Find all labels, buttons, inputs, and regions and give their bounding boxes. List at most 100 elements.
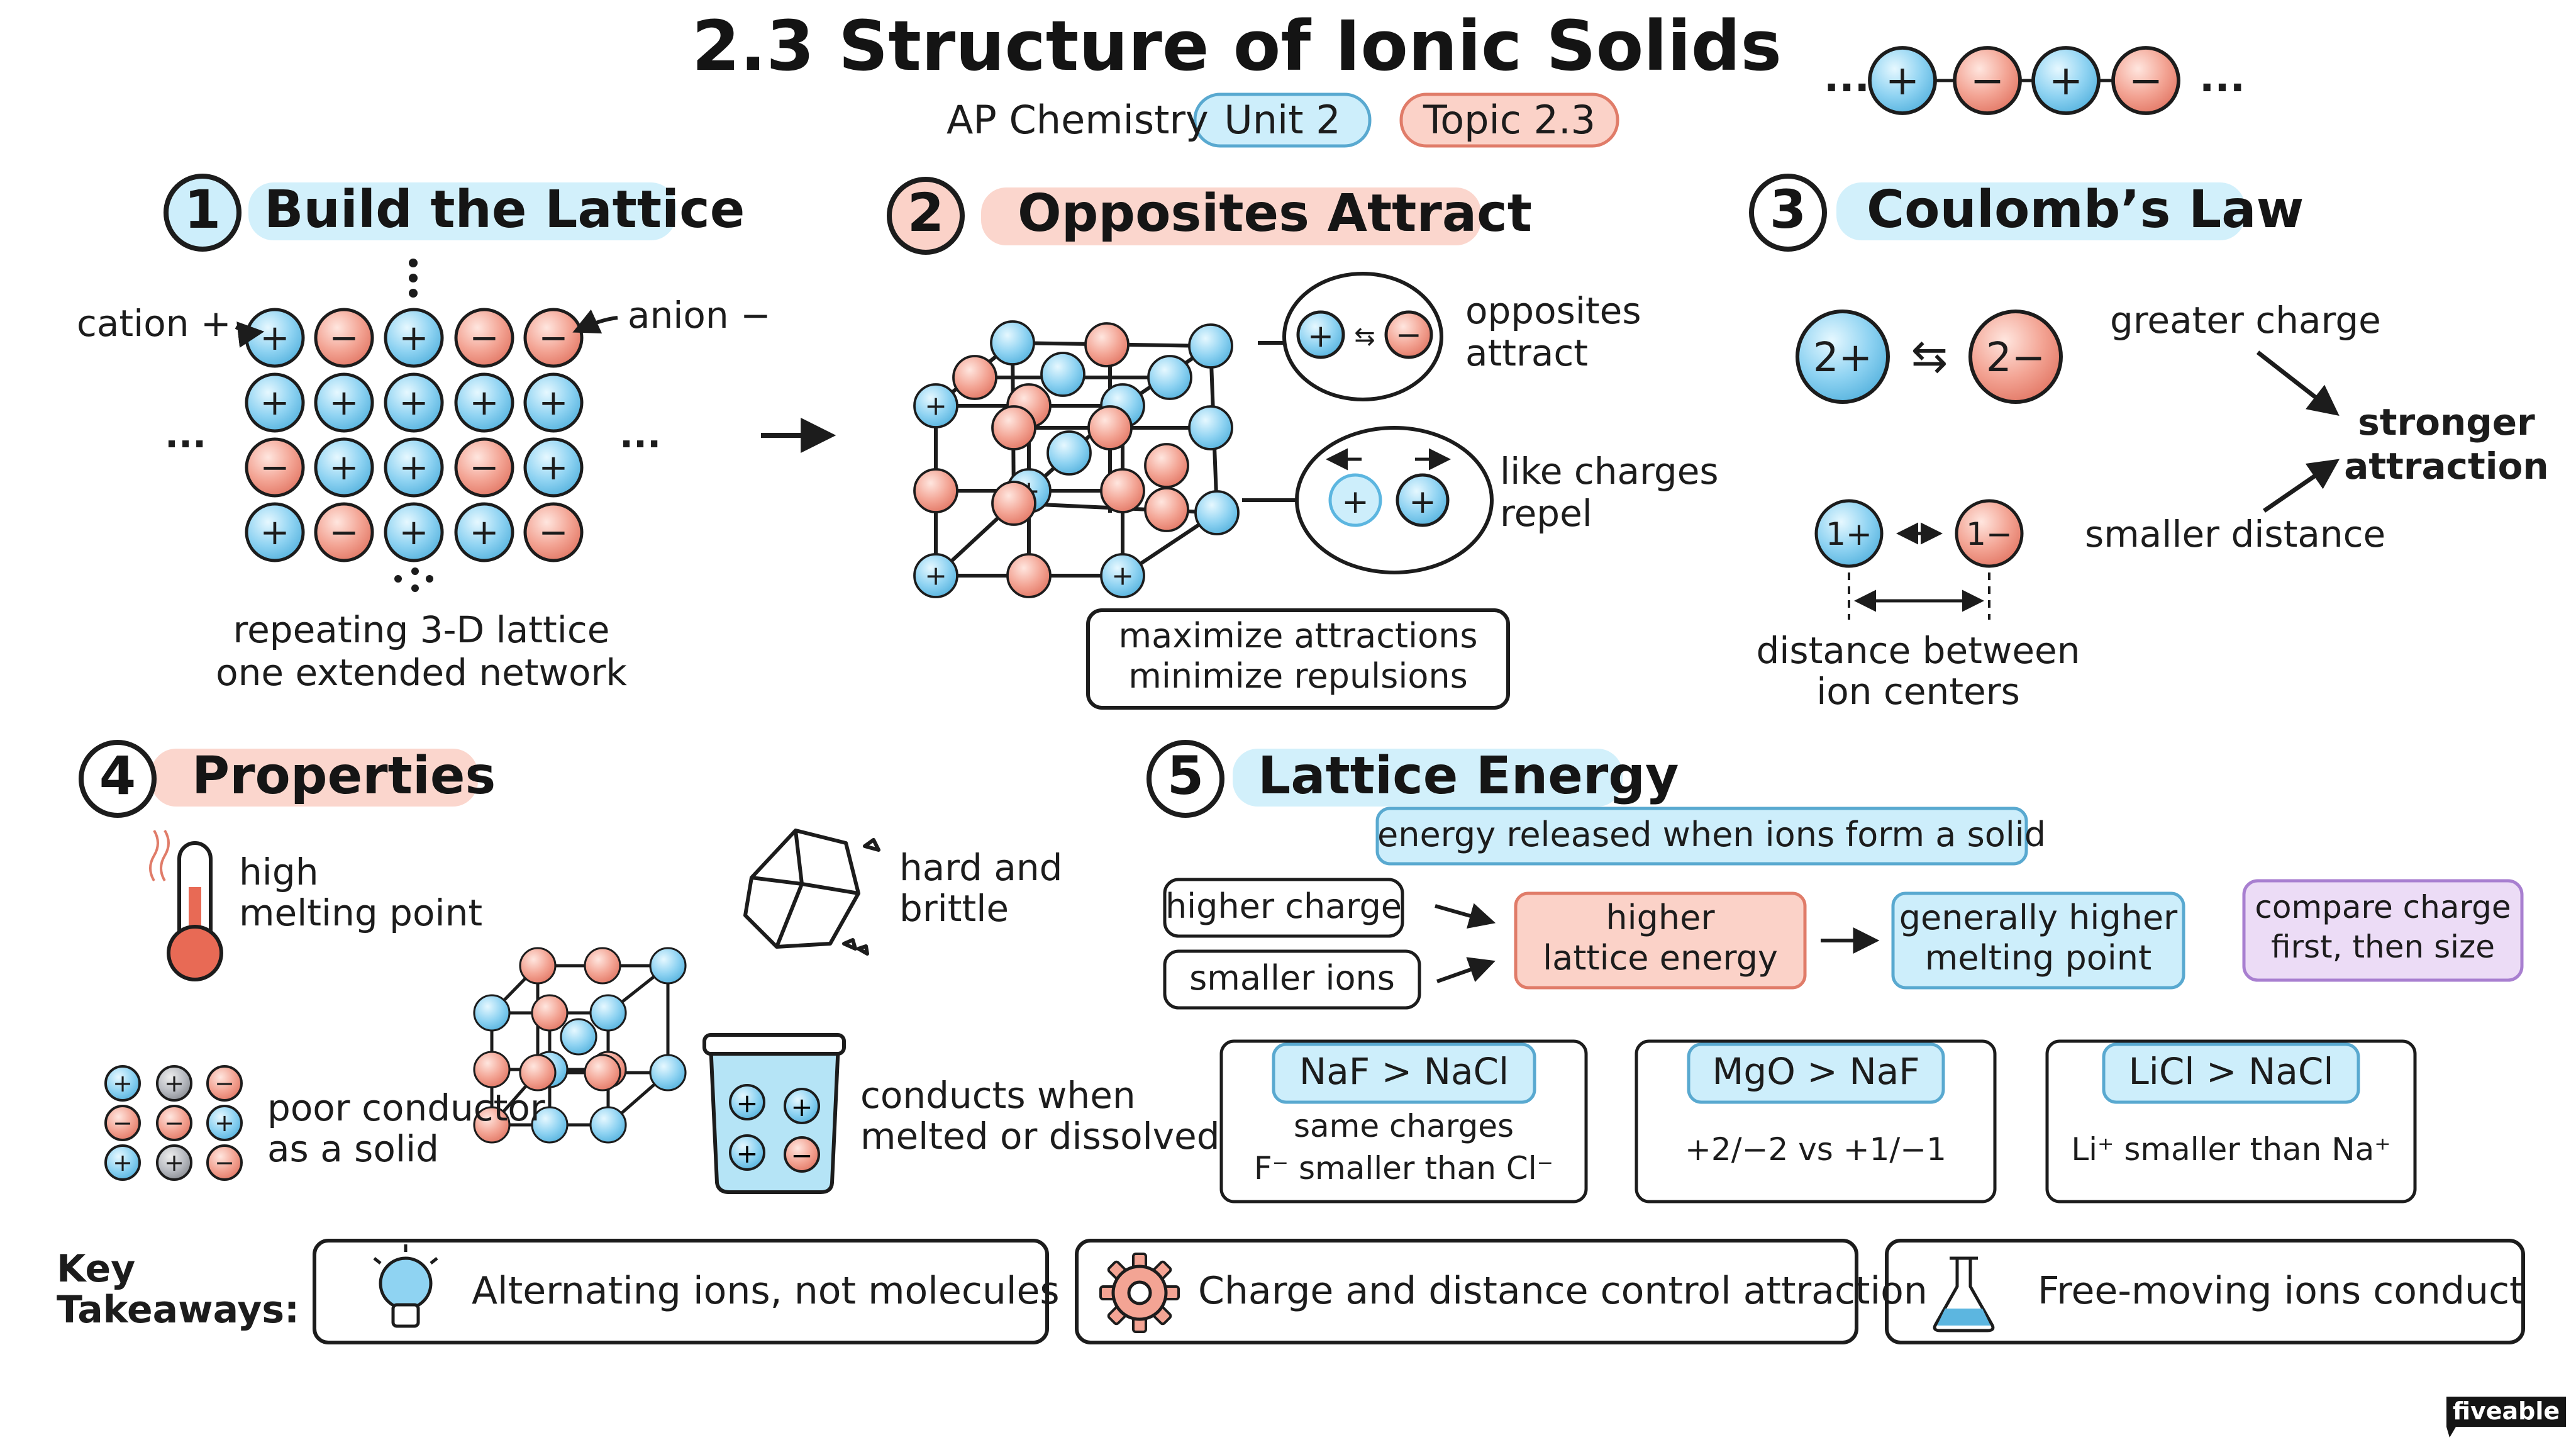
svg-text:−: − [1970,57,2004,104]
subject-label: AP Chemistry [947,97,1209,143]
cation-ion: + [454,502,514,562]
takeaway-card [1075,1239,1858,1344]
anion-ion [952,355,997,400]
cation-ion [1328,473,1382,527]
higher-lattice-energy-box [1514,891,1807,990]
stronger-attraction-line2: attraction [2344,445,2549,488]
svg-text:+: + [538,447,568,488]
svg-text:−: − [260,447,289,488]
cation-ion: + [384,372,444,433]
neutral-ion: + [156,1065,192,1102]
example-note-line1: +2/−2 vs +1/−1 [1685,1131,1946,1168]
like-charges-repel-bubble [1295,426,1494,574]
poor-conductor-line2: as a solid [267,1127,439,1170]
cation-ion: + [384,308,444,368]
svg-text:−: − [469,318,499,359]
build-number-circle [164,174,242,252]
gear-icon [1099,1253,1180,1333]
anion-ion [1084,322,1130,367]
cation-ion: + [523,372,584,433]
anion-ion [1087,405,1133,450]
cation-ion: + [384,437,444,498]
cation-ion [990,320,1035,366]
cation-ion [589,994,627,1032]
opposites-label-line2: attract [1465,332,1589,374]
greater-charge-arrow [2256,350,2340,416]
coulomb-title-highlight [1836,182,2245,240]
lattice-caption-line2: one extended network [216,651,627,694]
anion-ion: − [206,1144,243,1181]
cation-ion: + [1100,553,1145,598]
cation-ion [1147,355,1192,400]
brand-badge [2446,1397,2566,1438]
anion-pointer-arrow [572,309,618,334]
higher-melting-box [1891,891,2185,990]
energy-title: Lattice Energy [1258,746,1679,806]
svg-text:+: + [1111,561,1134,591]
neutral-ion: + [156,1144,192,1181]
svg-text:+: + [399,447,428,488]
properties-number-circle [79,740,157,818]
lightbulb-icon [373,1244,438,1328]
cation-ion: + [454,372,514,433]
anion-ion: − [523,308,584,368]
anion-ion [519,947,557,985]
thermometer-icon [149,829,223,981]
svg-text:−: − [214,1069,235,1097]
ion-1plus-label: 1+ [1826,516,1872,552]
anion-ion [1100,468,1145,513]
ion-2plus [1796,310,1890,404]
cation-ion: + [245,502,305,562]
build-title-highlight [248,182,676,240]
svg-text:+: + [329,447,358,488]
anion-ion: − [2111,46,2180,115]
unit-badge: Unit 2 [1224,97,1341,143]
svg-text:+: + [260,383,289,423]
svg-text:−: − [1396,316,1422,353]
svg-text:+: + [924,391,947,422]
cation-ion: + [913,553,958,598]
energy-number-circle [1146,740,1224,818]
ion-grid-icon: ++−−−+++− [104,1065,243,1181]
cation-ion: + [314,437,374,498]
cation-ion [473,994,511,1032]
opposites-attract-bubble [1282,272,1443,401]
greater-charge-label: greater charge [2110,299,2381,342]
poor-conductor-line1: poor conductor [267,1086,545,1129]
anion-ion [473,1106,511,1144]
cation-pointer-arrow [235,321,265,348]
cation-ion [531,1106,569,1144]
melting-point-line1: generally higher [1899,898,2178,937]
higher-charge-label: higher charge [1165,886,1402,926]
svg-text:−: − [329,512,358,553]
svg-text:+: + [260,318,289,359]
beaker-icon: + + + − [702,1033,846,1194]
svg-text:+: + [791,1092,813,1122]
svg-text:+: + [2049,57,2083,104]
conducts-line2: melted or dissolved [860,1115,1220,1158]
lattice-3d: ++++ [913,320,1240,598]
energy-number: 5 [1167,745,1204,807]
anion-ion: − [454,308,514,368]
anion-ion: − [454,437,514,498]
attract-number-circle [887,177,965,255]
smaller-ions-box [1163,949,1421,1010]
svg-text:⇆: ⇆ [1354,322,1375,351]
svg-text:+: + [1341,483,1369,521]
distance-label-line1: distance between [1756,629,2080,672]
lattice-right-ellipsis: ... [619,413,662,456]
takeaway-card [313,1239,1049,1344]
takeaways-label-line1: Key [57,1247,136,1291]
properties-title: Properties [192,746,496,806]
svg-text:−: − [113,1109,133,1137]
attract-title: Opposites Attract [1018,184,1532,243]
maximize-line1: maximize attractions [1118,616,1478,656]
lattice-energy-line1: higher [1606,898,1715,937]
svg-text:⇆: ⇆ [1911,330,1948,382]
lattice-energy-line2: lattice energy [1543,938,1778,978]
ion-1plus [1814,499,1884,568]
topic-badge-pill [1399,92,1619,148]
smaller-distance-arrow [2263,459,2340,513]
